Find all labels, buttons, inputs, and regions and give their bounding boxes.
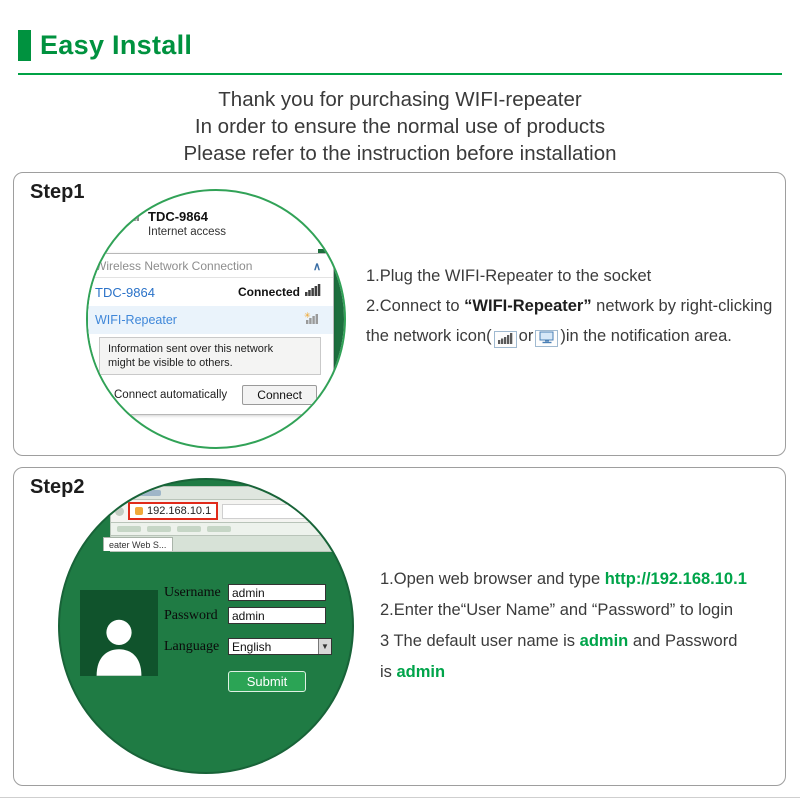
step1-illustration-circle: ✳ TDC-9864 Internet access Wireless Netw… xyxy=(86,189,346,449)
signal-strength-icon xyxy=(305,283,321,301)
network-summary: ✳ TDC-9864 Internet access xyxy=(126,208,226,238)
wireless-panel-header: Wireless Network Connection ∧ xyxy=(88,254,333,278)
step2-instructions: 1.Open web browser and type http://192.1… xyxy=(380,564,800,688)
chevron-down-icon[interactable]: ▼ xyxy=(318,639,331,654)
header-divider xyxy=(18,73,782,75)
toolbar-item[interactable] xyxy=(117,526,141,532)
browser-tab[interactable]: eater Web S... xyxy=(103,537,174,551)
ssid-name: TDC-9864 xyxy=(148,209,208,224)
step1-instruction-line-3: the network icon( or )in the notification … xyxy=(366,321,796,351)
svg-text:✳: ✳ xyxy=(304,312,311,320)
username-field[interactable] xyxy=(228,584,326,601)
connect-automatically-checkbox[interactable] xyxy=(97,389,108,401)
default-password-value: admin xyxy=(396,663,446,681)
connect-row: Connect automatically Connect xyxy=(88,381,333,414)
page-header: Easy Install xyxy=(18,30,192,61)
router-url: http://192.168.10.1 xyxy=(604,570,747,588)
signal-strength-new-network-icon: ✳ xyxy=(304,311,321,329)
title-accent-bar xyxy=(18,30,31,61)
instruction-text: 2.Enter the“User Name” and “Password” to… xyxy=(380,601,734,619)
minimize-icon[interactable] xyxy=(317,490,323,496)
network-row-connected[interactable]: TDC-9864 Connected xyxy=(88,278,333,306)
step2-panel: Step2 192.168.10.1 xyxy=(13,467,786,786)
back-button[interactable] xyxy=(115,506,124,516)
browser-titlebar xyxy=(110,486,346,499)
language-value: English xyxy=(232,640,272,654)
intro-line-1: Thank you for purchasing WIFI-repeater xyxy=(218,88,582,111)
connect-automatically-label: Connect automatically xyxy=(114,389,228,401)
favicon-icon xyxy=(135,507,143,515)
instruction-text: and Password xyxy=(628,632,738,650)
browser-window: 192.168.10.1 eater Web S... xyxy=(103,486,346,552)
step2-label: Step2 xyxy=(30,476,85,498)
router-login-form: Username Password Language English ▼ Sub… xyxy=(164,584,332,692)
connect-button[interactable]: Connect xyxy=(242,385,317,405)
page-title: Easy Install xyxy=(40,30,193,60)
instruction-text: is xyxy=(380,663,397,681)
browser-address-row: 192.168.10.1 xyxy=(110,499,346,523)
intro-line-2: In order to ensure the normal use of pro… xyxy=(194,115,606,138)
intro-line-3: Please refer to the instruction before i… xyxy=(183,142,617,165)
username-label: Username xyxy=(164,584,221,600)
network-status: Connected xyxy=(237,285,300,299)
browser-toolbar xyxy=(110,523,346,536)
password-label: Password xyxy=(164,607,218,623)
instruction-text: 2.Connect to xyxy=(366,297,465,315)
tooltip-line-1: Information sent over this network xyxy=(108,343,274,355)
toolbar-item[interactable] xyxy=(147,526,171,532)
instruction-text: 3 The default user name is xyxy=(380,632,580,650)
maximize-icon[interactable] xyxy=(326,490,332,496)
toolbar-item[interactable] xyxy=(177,526,201,532)
instruction-text: )in the notification area. xyxy=(560,327,732,345)
wired-network-tray-icon xyxy=(535,330,559,347)
language-label: Language xyxy=(164,638,220,654)
wireless-panel-title: Wireless Network Connection xyxy=(95,259,253,273)
network-name: WIFI-Repeater xyxy=(95,313,177,327)
language-row: Language English ▼ xyxy=(164,638,332,655)
instruction-text: network by right-clicking xyxy=(591,297,773,315)
bottom-divider xyxy=(0,797,800,798)
wifi-signal-icon: ✳ xyxy=(126,208,142,227)
toolbar-item[interactable] xyxy=(207,526,231,532)
step2-instruction-line-4: is admin xyxy=(380,657,800,688)
instruction-text: or xyxy=(518,327,534,345)
network-row-wifi-repeater[interactable]: WIFI-Repeater ✳ xyxy=(88,306,333,334)
submit-button[interactable]: Submit xyxy=(228,671,306,692)
step2-illustration-circle: 192.168.10.1 eater Web S... xyxy=(58,478,354,774)
network-info-tooltip: Information sent over this network might… xyxy=(99,337,321,375)
browser-tab-strip: eater Web S... xyxy=(103,536,346,552)
address-bar[interactable]: 192.168.10.1 xyxy=(147,505,212,517)
svg-text:✳: ✳ xyxy=(126,209,132,216)
step2-instruction-line-2: 2.Enter the“User Name” and “Password” to… xyxy=(380,595,800,626)
instruction-text: 1.Open web browser and type xyxy=(380,570,605,588)
network-name: TDC-9864 xyxy=(95,284,155,300)
instruction-text: the network icon( xyxy=(366,327,492,345)
intro-text: Thank you for purchasing WIFI-repeater I… xyxy=(0,86,800,167)
step2-instruction-line-3: 3 The default user name is admin and Pas… xyxy=(380,626,800,657)
default-username-value: admin xyxy=(579,632,629,650)
step1-instructions: 1.Plug the WIFI-Repeater to the socket 2… xyxy=(366,261,796,351)
person-icon xyxy=(96,619,142,676)
language-select[interactable]: English ▼ xyxy=(228,638,332,655)
chevron-up-icon[interactable]: ∧ xyxy=(312,260,321,273)
ssid-status: Internet access xyxy=(148,226,226,238)
wireless-tray-icon xyxy=(493,331,517,348)
browser-title-placeholder xyxy=(115,490,161,496)
wifi-repeater-network-name: “WIFI-Repeater” xyxy=(464,297,592,315)
step2-instruction-line-1: 1.Open web browser and type http://192.1… xyxy=(380,564,800,595)
password-row: Password xyxy=(164,607,332,624)
step1-panel: Step1 ✳ TDC-9864 Internet access xyxy=(13,172,786,456)
step1-label: Step1 xyxy=(30,181,85,203)
username-row: Username xyxy=(164,584,332,601)
instruction-text: 1.Plug the WIFI-Repeater to the socket xyxy=(366,267,652,285)
step1-instruction-line-2: 2.Connect to “WIFI-Repeater” network by … xyxy=(366,291,796,321)
close-icon[interactable] xyxy=(335,490,341,496)
address-bar-remainder[interactable] xyxy=(222,503,341,519)
tooltip-line-2: might be visible to others. xyxy=(108,357,233,369)
wireless-network-panel: Wireless Network Connection ∧ TDC-9864 C… xyxy=(88,253,334,415)
password-field[interactable] xyxy=(228,607,326,624)
user-avatar xyxy=(80,590,158,676)
step1-instruction-line-1: 1.Plug the WIFI-Repeater to the socket xyxy=(366,261,796,291)
address-bar-highlight[interactable]: 192.168.10.1 xyxy=(128,502,219,520)
